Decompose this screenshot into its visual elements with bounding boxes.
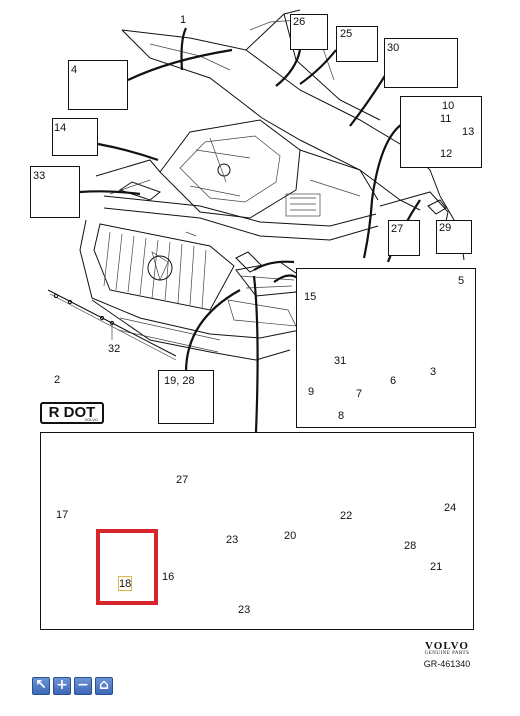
box-part-26 [290, 14, 328, 50]
diagram-reference: GR-461340 [423, 659, 471, 669]
callout-20[interactable]: 20 [284, 530, 297, 542]
callout-1[interactable]: 1 [180, 14, 187, 26]
volvo-brand-mark: VOLVO GENUINE PARTS [412, 640, 482, 656]
callout-31[interactable]: 31 [334, 355, 347, 367]
callout-11[interactable]: 11 [440, 113, 452, 125]
callout-21[interactable]: 21 [430, 561, 443, 573]
callout-19-28[interactable]: 19, 28 [164, 375, 195, 387]
zoom-out-icon[interactable]: − [74, 677, 92, 695]
callout-12[interactable]: 12 [440, 148, 453, 160]
callout-32[interactable]: 32 [108, 343, 121, 355]
callout-16[interactable]: 16 [162, 571, 175, 583]
callout-18[interactable]: 18 [119, 578, 132, 590]
r-dot-label-plate: R DOT VOLVO [40, 402, 104, 424]
callout-3[interactable]: 3 [430, 366, 437, 378]
box-part-27 [388, 220, 420, 256]
callout-24[interactable]: 24 [444, 502, 457, 514]
r-dot-text: R DOT [48, 404, 96, 421]
callout-26[interactable]: 26 [293, 16, 306, 28]
callout-27-box[interactable]: 27 [391, 223, 404, 235]
box-part-4 [68, 60, 128, 110]
callout-13[interactable]: 13 [462, 126, 475, 138]
callout-23-top[interactable]: 23 [226, 534, 239, 546]
part-18-label-box [118, 576, 132, 591]
leader-lines [79, 27, 421, 433]
callout-22[interactable]: 22 [340, 510, 353, 522]
box-part-10-13 [400, 96, 482, 168]
brand-subtitle: GENUINE PARTS [424, 651, 470, 656]
callout-2[interactable]: 2 [54, 374, 61, 386]
viewer-toolbar: ↖ + − ⌂ [32, 677, 113, 695]
selected-part-highlight[interactable] [96, 529, 158, 605]
home-icon[interactable]: ⌂ [95, 677, 113, 695]
box-part-30 [384, 38, 458, 88]
callout-17[interactable]: 17 [56, 509, 69, 521]
callout-7[interactable]: 7 [356, 388, 363, 400]
callout-27-cable[interactable]: 27 [176, 474, 189, 486]
cursor-icon[interactable]: ↖ [32, 677, 50, 695]
callout-29[interactable]: 29 [439, 222, 452, 234]
callout-9[interactable]: 9 [308, 386, 315, 398]
part-32-drawing [47, 289, 177, 361]
box-part-14 [52, 118, 98, 156]
box-hood-lock-inset [296, 268, 476, 428]
callout-28-cable[interactable]: 28 [404, 540, 417, 552]
brand-name: VOLVO [425, 640, 469, 652]
callout-14[interactable]: 14 [54, 122, 67, 134]
callout-6[interactable]: 6 [390, 375, 397, 387]
callout-25[interactable]: 25 [340, 28, 353, 40]
box-part-19-28 [158, 370, 214, 424]
box-part-25 [336, 26, 378, 62]
box-part-29 [436, 220, 472, 254]
callout-4[interactable]: 4 [71, 64, 78, 76]
box-part-33 [30, 166, 80, 218]
callout-8[interactable]: 8 [338, 410, 345, 422]
zoom-in-icon[interactable]: + [53, 677, 71, 695]
callout-30[interactable]: 30 [387, 42, 400, 54]
r-dot-small-text: VOLVO [84, 417, 99, 422]
car-front-drawing [79, 9, 465, 361]
callout-10[interactable]: 10 [442, 100, 455, 112]
callout-23-bottom[interactable]: 23 [238, 604, 251, 616]
callout-33[interactable]: 33 [33, 170, 46, 182]
callout-5[interactable]: 5 [458, 275, 465, 287]
callout-15[interactable]: 15 [304, 291, 317, 303]
